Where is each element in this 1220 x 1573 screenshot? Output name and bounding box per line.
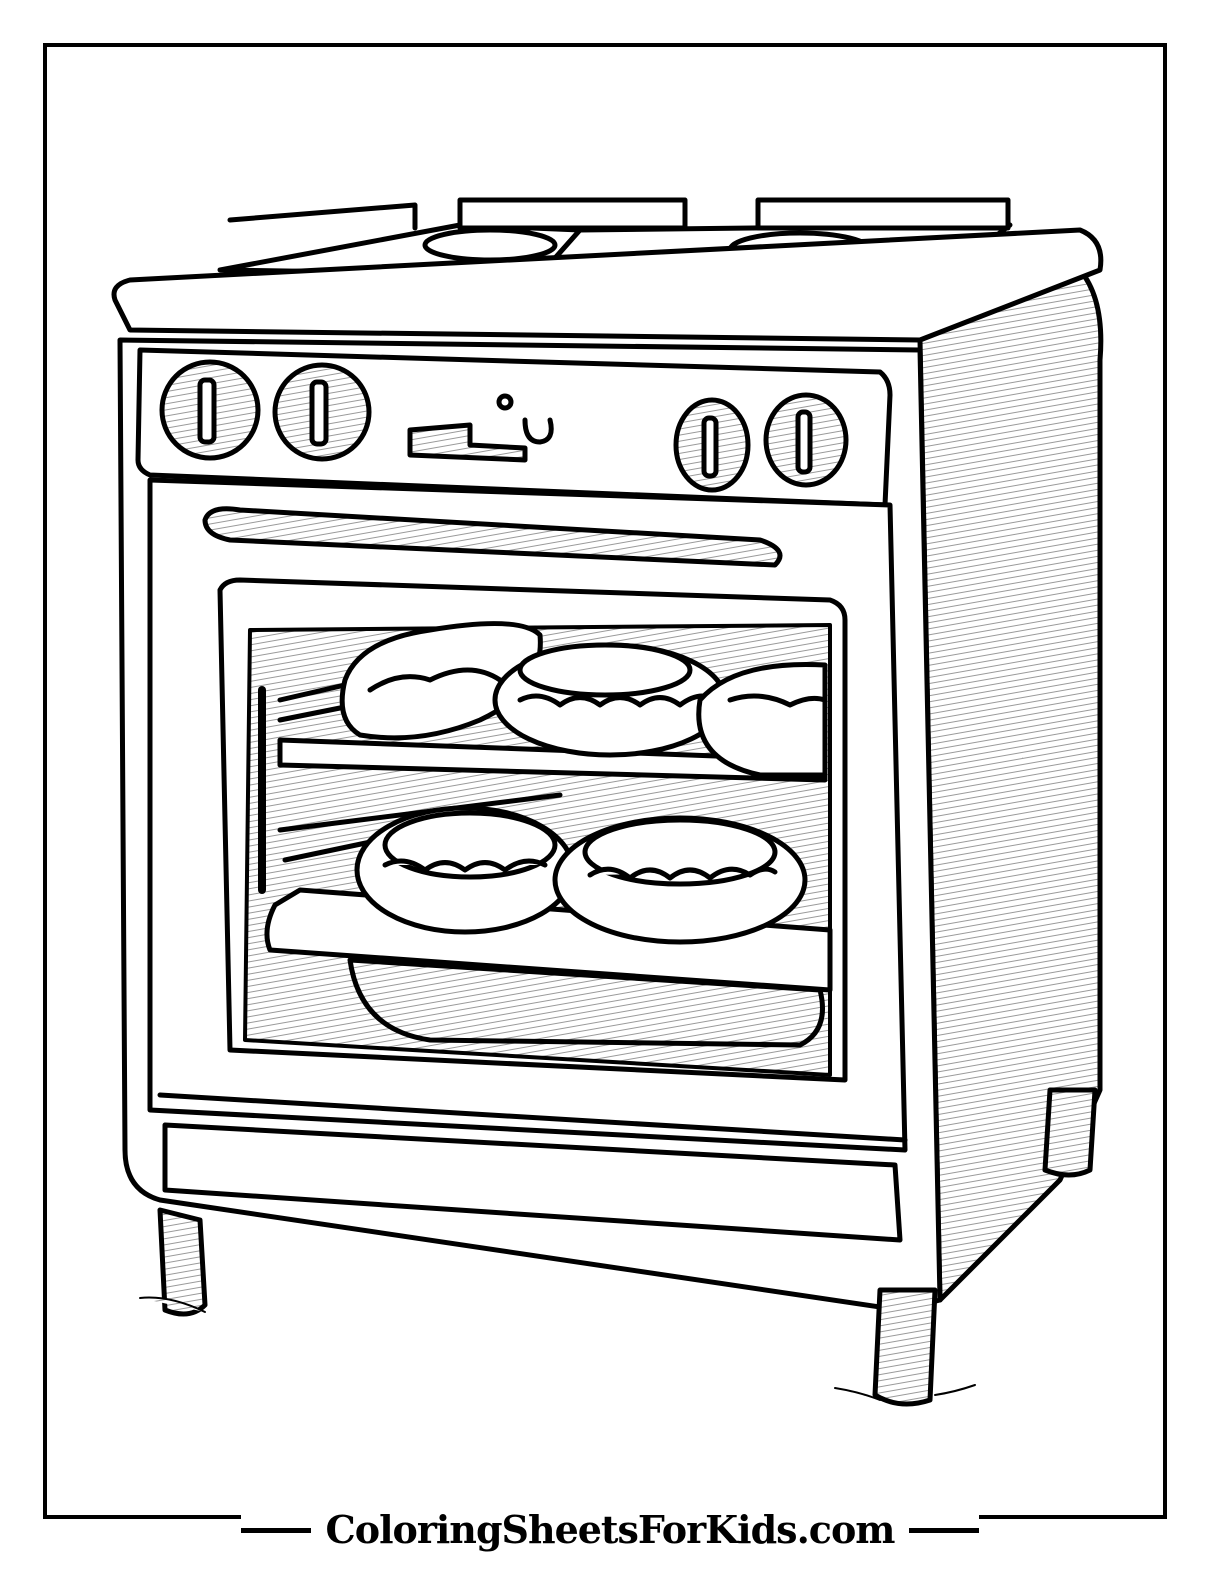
bottom-drawer [157,1092,908,1243]
oven-door [147,477,908,1153]
footer-dash-left [241,1527,312,1533]
pie-icon [339,621,543,741]
upper-rack [277,621,828,783]
pie-icon [696,661,828,778]
control-panel [135,347,893,508]
footer-banner: ColoringSheetsForKids.com [241,1500,979,1560]
slider-switch-icon [407,422,528,463]
pie-icon [492,642,728,758]
door-handle [202,506,783,568]
lower-rack-tray [264,792,833,1048]
footer-dash-right [908,1527,979,1533]
site-brand-text: ColoringSheetsForKids.com [311,1500,909,1560]
indicator-light-icon [496,393,514,411]
stove-top [111,197,1104,343]
footer: ColoringSheetsForKids.com [0,1500,1220,1560]
oven-legs [139,1087,1098,1407]
pie-icon [354,805,576,935]
pie-icon [552,815,808,945]
